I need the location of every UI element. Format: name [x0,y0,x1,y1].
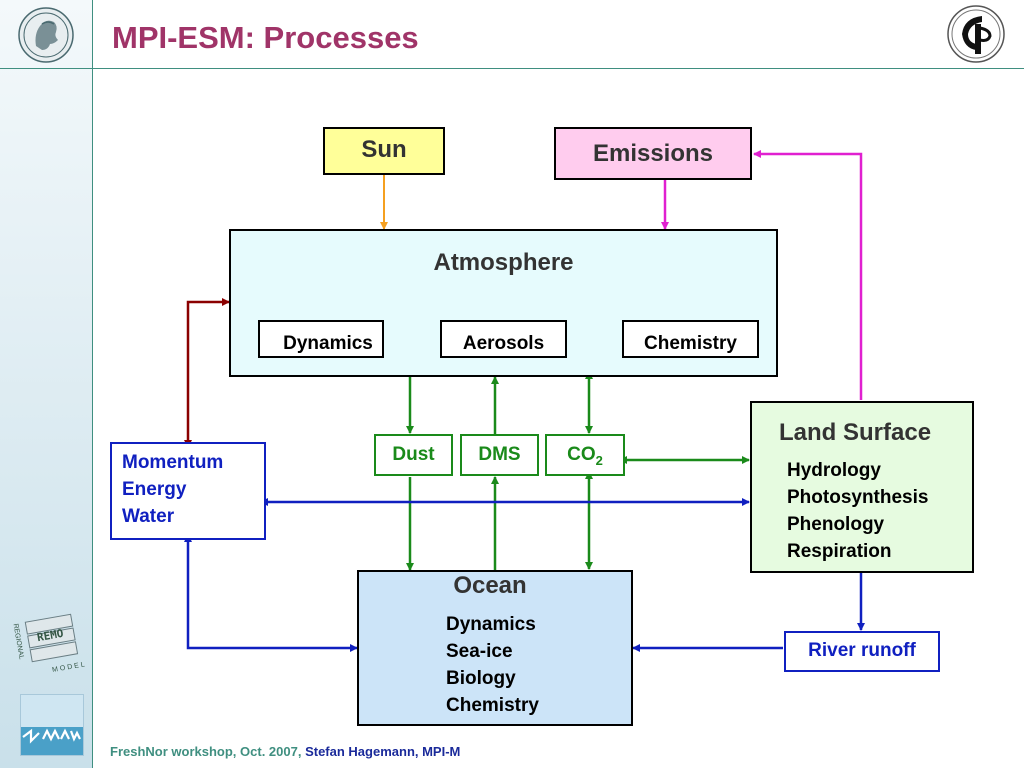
atmosphere-chemistry-label: Chemistry [644,333,737,354]
footer-author: Stefan Hagemann, MPI-M [305,744,461,759]
land-surface-photosynthesis: Photosynthesis [787,487,929,508]
co2-box [545,434,625,476]
co2-label: CO2 [545,444,625,468]
land-surface-box [750,401,974,573]
exchange-water: Water [122,506,175,527]
atmosphere-dynamics-box [258,320,384,358]
co2-label-base: CO [567,444,596,465]
atmosphere-aerosols-box [440,320,567,358]
dms-box [460,434,539,476]
exchange-box [110,442,266,540]
emissions-box [554,127,752,180]
header-divider [0,68,1024,69]
slide-footer: FreshNor workshop, Oct. 2007, Stefan Hag… [110,744,460,759]
zmaw-logo [20,694,84,756]
river-runoff-box [784,631,940,672]
river-runoff-label: River runoff [808,640,916,661]
sidebar-divider [92,0,93,768]
land-surface-hydrology: Hydrology [787,460,881,481]
emissions-label: Emissions [592,140,714,167]
ocean-box [357,570,633,726]
ocean-dynamics: Dynamics [446,614,536,635]
dust-box [374,434,453,476]
exchange-energy: Energy [122,479,187,500]
atmosphere-title: Atmosphere [433,249,574,276]
dust-label: Dust [392,444,435,465]
dms-label: DMS [478,444,521,465]
sun-label: Sun [361,136,407,163]
ocean-biology: Biology [446,668,516,689]
exchange-momentum: Momentum [122,452,224,473]
land-surface-phenology: Phenology [787,514,885,535]
atmosphere-dynamics-label: Dynamics [283,333,373,354]
co2-label-subscript: 2 [595,452,603,468]
land-surface-title: Land Surface [779,419,932,446]
slide-title: MPI-ESM: Processes [112,20,419,55]
max-planck-logo [18,7,74,63]
ocean-chemistry: Chemistry [446,695,539,716]
ocean-sea-ice: Sea-ice [446,641,513,662]
atmosphere-chemistry-box [622,320,759,358]
mpi-meteorology-logo [947,5,1005,63]
sun-box [323,127,445,175]
ocean-title: Ocean [453,572,527,599]
atmosphere-aerosols-label: Aerosols [462,333,545,354]
land-surface-respiration: Respiration [787,541,892,562]
footer-event: FreshNor workshop, Oct. 2007, [110,744,302,759]
remo-logo: REMO REGIONAL MODEL [12,612,90,682]
